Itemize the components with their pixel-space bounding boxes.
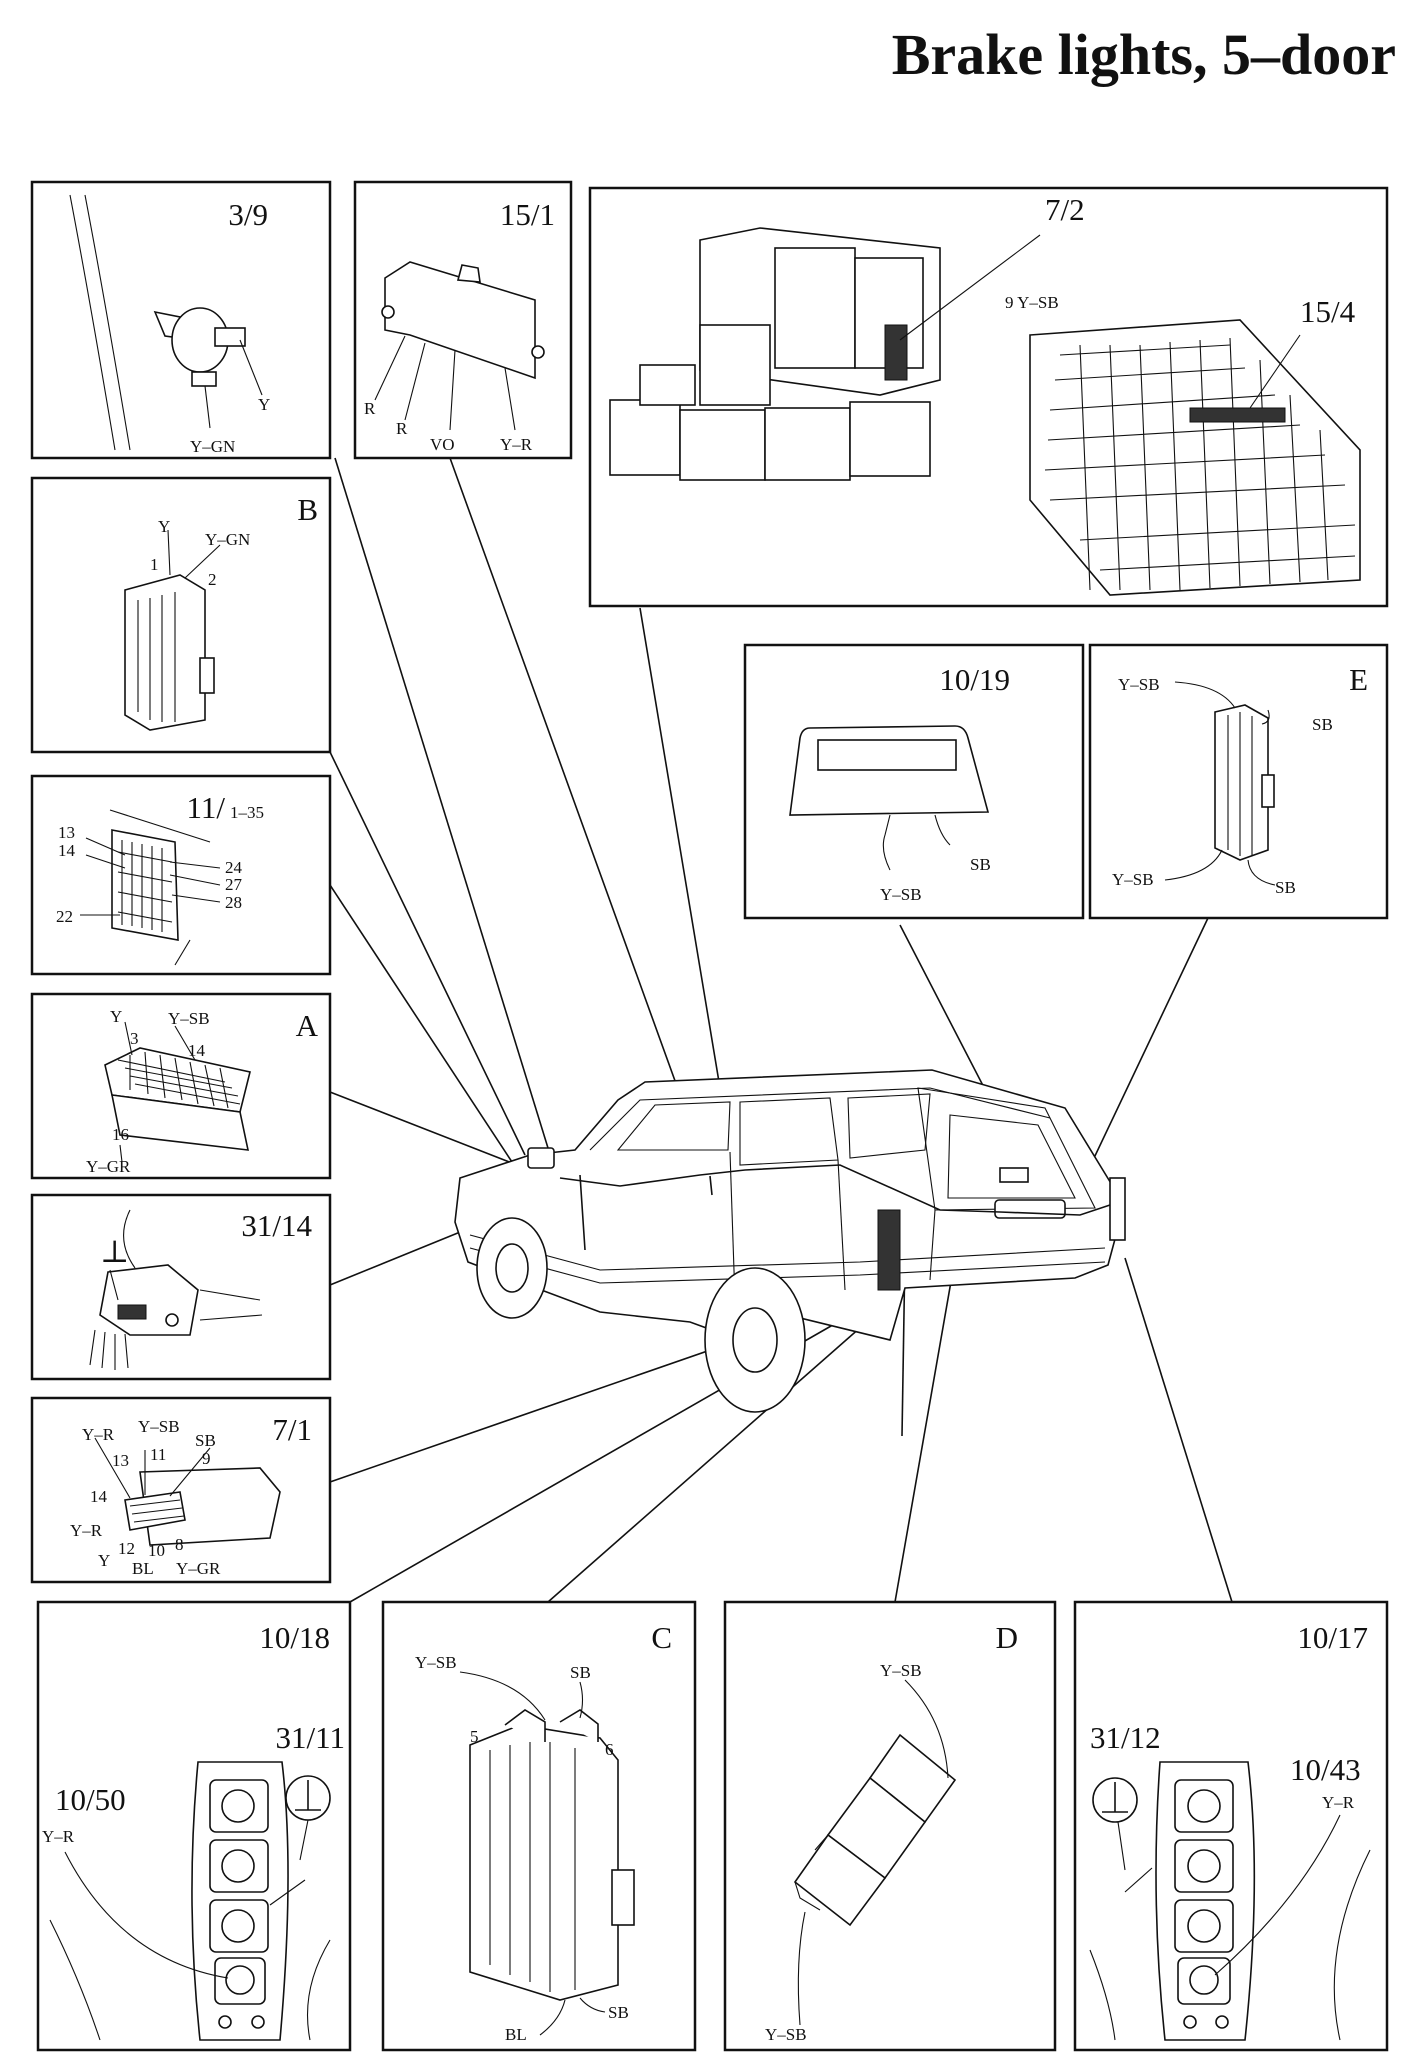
svg-text:8: 8	[175, 1535, 184, 1554]
svg-text:Y: Y	[158, 517, 170, 536]
svg-text:Y–SB: Y–SB	[880, 1661, 922, 1680]
panel-D: D Y–SB Y–SB	[723, 1600, 1057, 2052]
svg-text:Y–SB: Y–SB	[1118, 675, 1160, 694]
panel-A: A Y Y–SB 3 14 16 Y–GR	[30, 992, 332, 1180]
svg-text:SB: SB	[1312, 715, 1333, 734]
svg-text:Y–SB: Y–SB	[765, 2025, 807, 2044]
svg-text:11/: 11/	[187, 790, 226, 825]
svg-text:14: 14	[58, 841, 76, 860]
panel-3-9: 3/9 Y Y–GN	[30, 180, 332, 460]
svg-text:SB: SB	[1275, 878, 1296, 897]
svg-text:10: 10	[148, 1541, 165, 1560]
svg-text:SB: SB	[970, 855, 991, 874]
svg-text:31/14: 31/14	[241, 1208, 312, 1243]
svg-text:31/11: 31/11	[276, 1720, 345, 1755]
panel-10-18: 10/18 31/11 10/50 Y–R	[36, 1600, 352, 2052]
svg-text:28: 28	[225, 893, 242, 912]
panel-E: E Y–SB SB Y–SB SB	[1088, 643, 1389, 920]
svg-text:24: 24	[225, 858, 243, 877]
svg-text:13: 13	[58, 823, 75, 842]
svg-text:R: R	[396, 419, 408, 438]
svg-text:BL: BL	[505, 2025, 527, 2044]
svg-text:10/43: 10/43	[1290, 1752, 1361, 1787]
svg-text:Y: Y	[110, 1007, 122, 1026]
svg-text:1–35: 1–35	[230, 803, 264, 822]
svg-text:B: B	[297, 492, 318, 527]
svg-text:3: 3	[130, 1029, 139, 1048]
svg-text:10/50: 10/50	[55, 1782, 126, 1817]
svg-text:2: 2	[208, 570, 217, 589]
svg-text:10/17: 10/17	[1297, 1620, 1368, 1655]
svg-text:7/1: 7/1	[272, 1412, 312, 1447]
svg-text:Y–R: Y–R	[1322, 1793, 1355, 1812]
svg-text:15/4: 15/4	[1300, 294, 1356, 329]
panel-10-19: 10/19 SB Y–SB	[743, 643, 1085, 920]
svg-text:22: 22	[56, 907, 73, 926]
svg-text:31/12: 31/12	[1090, 1720, 1161, 1755]
panel-7-2-15-4: 7/2 15/4 9 Y–SB	[588, 186, 1389, 608]
svg-text:Y–R: Y–R	[500, 435, 533, 454]
car-illustration	[454, 1069, 1126, 1413]
svg-text:Y: Y	[98, 1551, 110, 1570]
svg-text:1: 1	[150, 555, 159, 574]
svg-text:13: 13	[112, 1451, 129, 1470]
svg-text:10/19: 10/19	[939, 662, 1010, 697]
svg-text:27: 27	[225, 875, 243, 894]
panel-C: C Y–SB SB 5 6 BL SB	[381, 1600, 697, 2052]
svg-text:Y–GN: Y–GN	[205, 530, 250, 549]
panel-7-1: 7/1 Y–R Y–SB SB 13 11 9 14 Y–R Y 12 10 8…	[30, 1396, 332, 1584]
svg-text:BL: BL	[132, 1559, 154, 1578]
svg-text:A: A	[296, 1008, 319, 1043]
svg-text:Y–SB: Y–SB	[1112, 870, 1154, 889]
svg-text:Y–SB: Y–SB	[415, 1653, 457, 1672]
svg-text:Y–GR: Y–GR	[86, 1157, 131, 1176]
svg-text:Y–R: Y–R	[82, 1425, 115, 1444]
panel-label: 3/9	[228, 197, 268, 232]
svg-text:11: 11	[150, 1445, 166, 1464]
svg-text:7/2: 7/2	[1045, 192, 1085, 227]
panel-label: 15/1	[500, 197, 555, 232]
svg-text:E: E	[1349, 662, 1368, 697]
panel-31-14: 31/14 ⊥	[30, 1193, 332, 1381]
wire-label: Y–GN	[190, 437, 235, 456]
svg-text:SB: SB	[608, 2003, 629, 2022]
svg-text:SB: SB	[195, 1431, 216, 1450]
svg-text:12: 12	[118, 1539, 135, 1558]
svg-text:Y–R: Y–R	[42, 1827, 75, 1846]
svg-text:10/18: 10/18	[259, 1620, 330, 1655]
svg-text:14: 14	[188, 1041, 206, 1060]
svg-text:VO: VO	[430, 435, 455, 454]
svg-text:SB: SB	[570, 1663, 591, 1682]
svg-text:Y–SB: Y–SB	[168, 1009, 210, 1028]
svg-text:Y–GR: Y–GR	[176, 1559, 221, 1578]
wire-label: Y	[258, 395, 270, 414]
svg-text:9: 9	[202, 1449, 211, 1468]
svg-text:9 Y–SB: 9 Y–SB	[1005, 293, 1059, 312]
svg-text:C: C	[651, 1620, 672, 1655]
svg-text:5: 5	[470, 1727, 479, 1746]
panel-B: B Y Y–GN 1 2	[30, 476, 332, 754]
svg-text:Y–SB: Y–SB	[138, 1417, 180, 1436]
svg-text:6: 6	[605, 1740, 614, 1759]
svg-text:Y–R: Y–R	[70, 1521, 103, 1540]
panel-10-17: 10/17 31/12 10/43 Y–R	[1073, 1600, 1389, 2052]
svg-text:16: 16	[112, 1125, 129, 1144]
panel-15-1: 15/1 R R VO Y–R	[353, 180, 573, 460]
ground-icon: ⊥	[100, 1234, 129, 1269]
page-title: Brake lights, 5–door	[892, 22, 1396, 87]
panel-11-1-35: 11/ 1–35 13 14 22 24 27 28	[30, 774, 332, 976]
svg-text:D: D	[996, 1620, 1018, 1655]
svg-text:R: R	[364, 399, 376, 418]
svg-text:14: 14	[90, 1487, 108, 1506]
svg-text:Y–SB: Y–SB	[880, 885, 922, 904]
leader-lines	[329, 457, 1233, 1603]
